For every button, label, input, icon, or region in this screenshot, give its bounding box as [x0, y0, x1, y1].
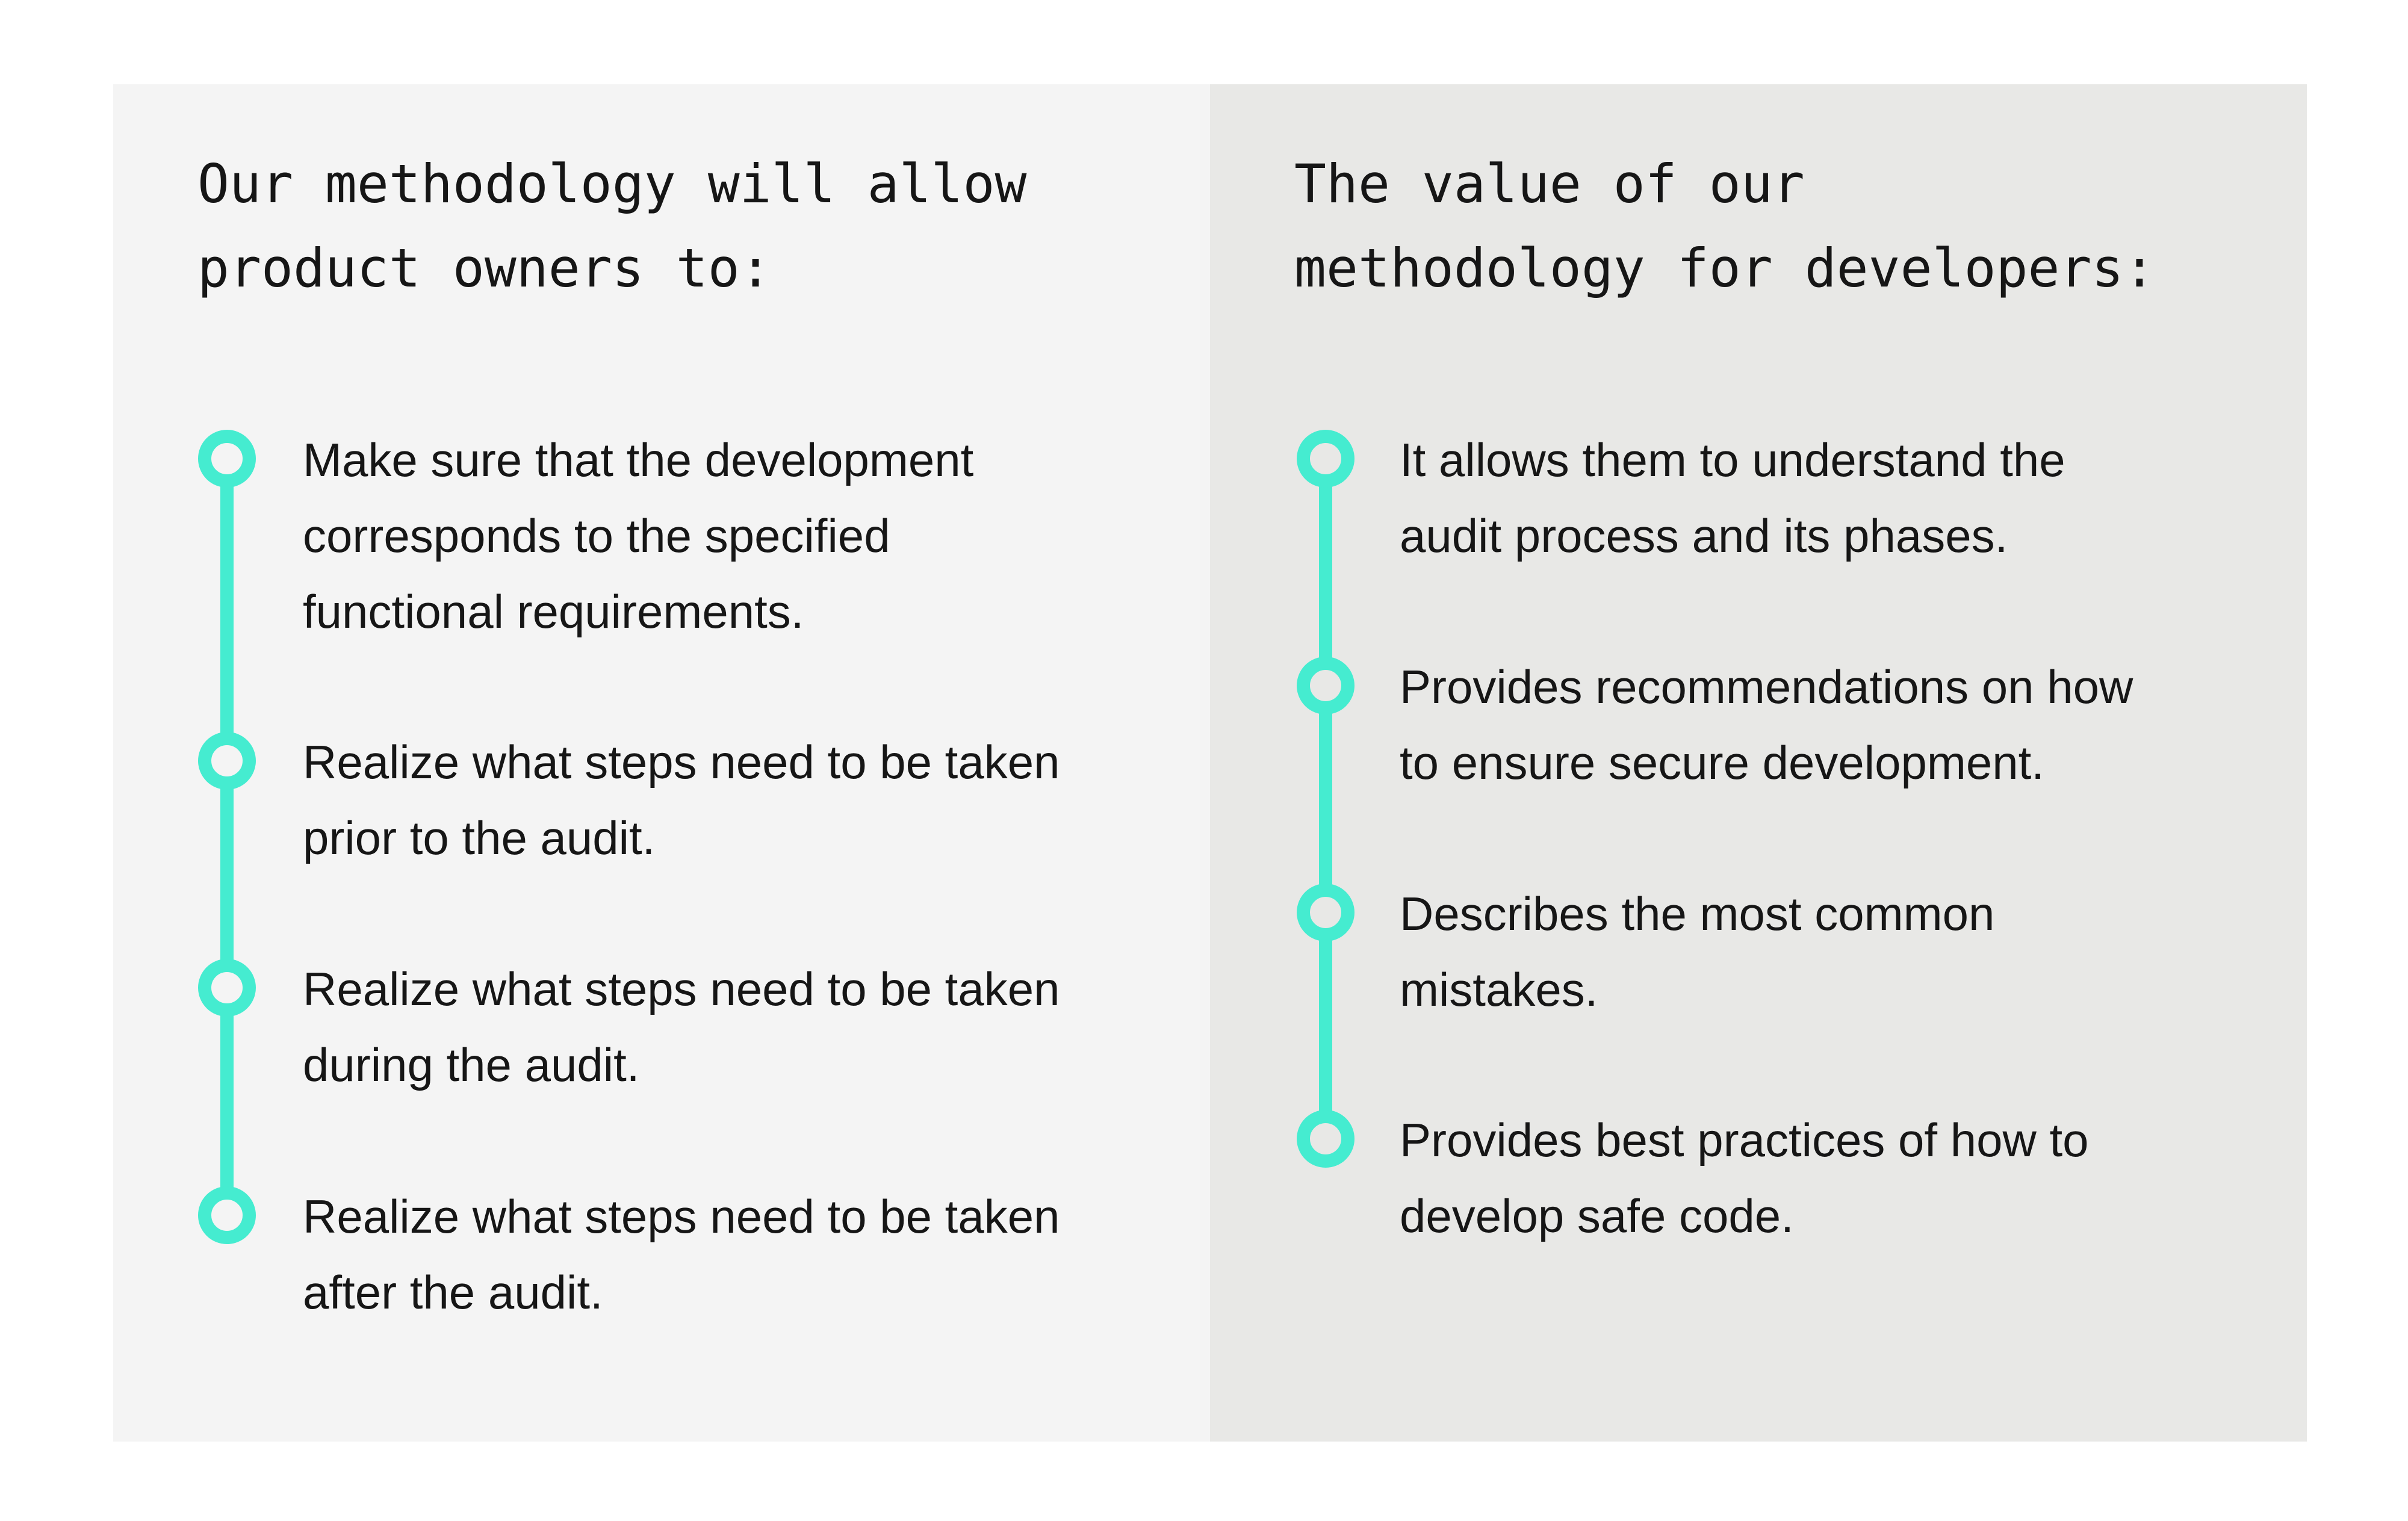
timeline-node-icon: [198, 732, 256, 790]
point-line: to ensure secure development.: [1400, 736, 2044, 789]
point-line: functional requirements.: [303, 585, 804, 638]
timeline-node-icon: [1297, 430, 1354, 488]
developer-point: It allows them to understand the audit p…: [1400, 422, 2279, 574]
heading-line: product owners to:: [197, 237, 772, 299]
point-line: Provides recommendations on how: [1400, 660, 2133, 713]
developer-point: Provides best practices of how to develo…: [1400, 1102, 2279, 1254]
timeline-node-icon: [1297, 657, 1354, 714]
timeline-node-icon: [1297, 884, 1354, 941]
heading-line: Our methodology will allow: [197, 153, 1027, 215]
timeline-node-icon: [198, 1186, 256, 1244]
point-line: Realize what steps need to be taken: [303, 736, 1060, 788]
developers-timeline: [1297, 430, 1354, 1168]
point-line: Describes the most common: [1400, 887, 1995, 940]
developer-point: Provides recommendations on how to ensur…: [1400, 649, 2279, 801]
point-line: It allows them to understand the: [1400, 433, 2065, 486]
product-owner-point: Realize what steps need to be taken duri…: [303, 951, 1182, 1103]
product-owners-heading: Our methodology will allow product owner…: [197, 142, 1027, 311]
point-line: Make sure that the development: [303, 433, 974, 486]
point-line: Provides best practices of how to: [1400, 1114, 2089, 1166]
developer-point: Describes the most common mistakes.: [1400, 876, 2279, 1027]
product-owner-point: Realize what steps need to be taken prio…: [303, 724, 1182, 876]
point-line: develop safe code.: [1400, 1189, 1794, 1242]
developers-heading: The value of our methodology for develop…: [1294, 142, 2155, 311]
product-owners-timeline: [198, 430, 256, 1244]
timeline-node-icon: [198, 430, 256, 488]
heading-line: methodology for developers:: [1294, 237, 2156, 299]
product-owner-point: Realize what steps need to be taken afte…: [303, 1179, 1182, 1330]
point-line: Realize what steps need to be taken: [303, 1190, 1060, 1243]
point-line: Realize what steps need to be taken: [303, 962, 1060, 1015]
point-line: audit process and its phases.: [1400, 509, 2008, 562]
timeline-node-icon: [1297, 1110, 1354, 1168]
heading-line: The value of our: [1294, 153, 1805, 215]
point-line: during the audit.: [303, 1038, 640, 1091]
product-owner-point: Make sure that the development correspon…: [303, 422, 1182, 649]
product-owners-panel: Our methodology will allow product owner…: [113, 84, 1210, 1442]
point-line: corresponds to the specified: [303, 509, 890, 562]
developers-panel: The value of our methodology for develop…: [1210, 84, 2307, 1442]
timeline-node-icon: [198, 959, 256, 1017]
point-line: prior to the audit.: [303, 811, 656, 864]
point-line: mistakes.: [1400, 963, 1598, 1016]
point-line: after the audit.: [303, 1266, 603, 1319]
